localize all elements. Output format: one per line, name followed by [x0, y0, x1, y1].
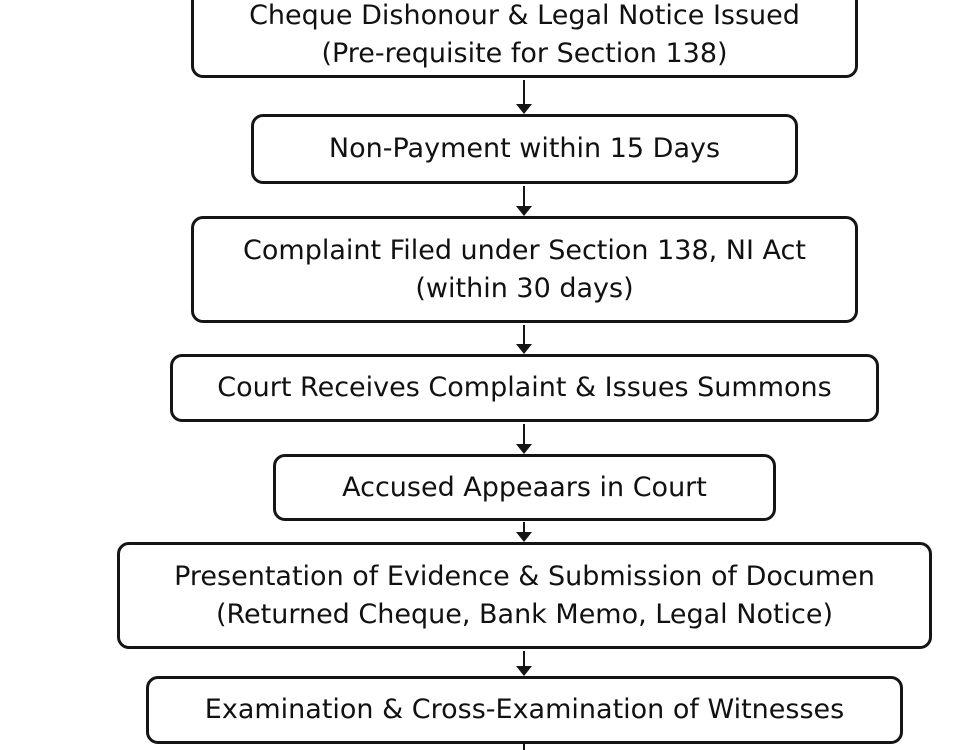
- step-non-payment: Non-Payment within 15 Days: [251, 114, 798, 184]
- step-presentation-of-evidence: Presentation of Evidence & Submission of…: [117, 542, 932, 649]
- step-examination-of-witnesses: Examination & Cross-Examination of Witne…: [146, 676, 903, 744]
- step-title: Complaint Filed under Section 138, NI Ac…: [243, 234, 806, 266]
- step-subtitle: (within 30 days): [415, 272, 634, 304]
- step-title: Presentation of Evidence & Submission of…: [174, 560, 875, 592]
- step-cheque-dishonour-legal-notice: Cheque Dishonour & Legal Notice Issued (…: [191, 0, 858, 78]
- step-subtitle: (Returned Cheque, Bank Memo, Legal Notic…: [215, 598, 834, 630]
- step-title: Accused Appeaars in Court: [342, 471, 707, 503]
- arrow-down-icon: [514, 80, 534, 114]
- arrow-down-icon: [514, 186, 534, 216]
- arrow-down-icon: [514, 651, 534, 676]
- step-complaint-filed: Complaint Filed under Section 138, NI Ac…: [191, 216, 858, 323]
- step-subtitle: (Pre-requisite for Section 138): [321, 38, 728, 69]
- arrow-down-icon: [514, 424, 534, 454]
- step-title: Cheque Dishonour & Legal Notice Issued: [249, 0, 800, 31]
- step-court-issues-summons: Court Receives Complaint & Issues Summon…: [170, 354, 879, 422]
- arrow-down-icon: [514, 325, 534, 354]
- step-accused-appears: Accused Appeaars in Court: [273, 454, 776, 521]
- step-title: Non-Payment within 15 Days: [328, 133, 721, 164]
- step-title: Court Receives Complaint & Issues Summon…: [217, 372, 832, 403]
- step-title: Examination & Cross-Examination of Witne…: [204, 694, 845, 725]
- arrow-down-icon: [514, 744, 534, 750]
- arrow-down-icon: [514, 522, 534, 542]
